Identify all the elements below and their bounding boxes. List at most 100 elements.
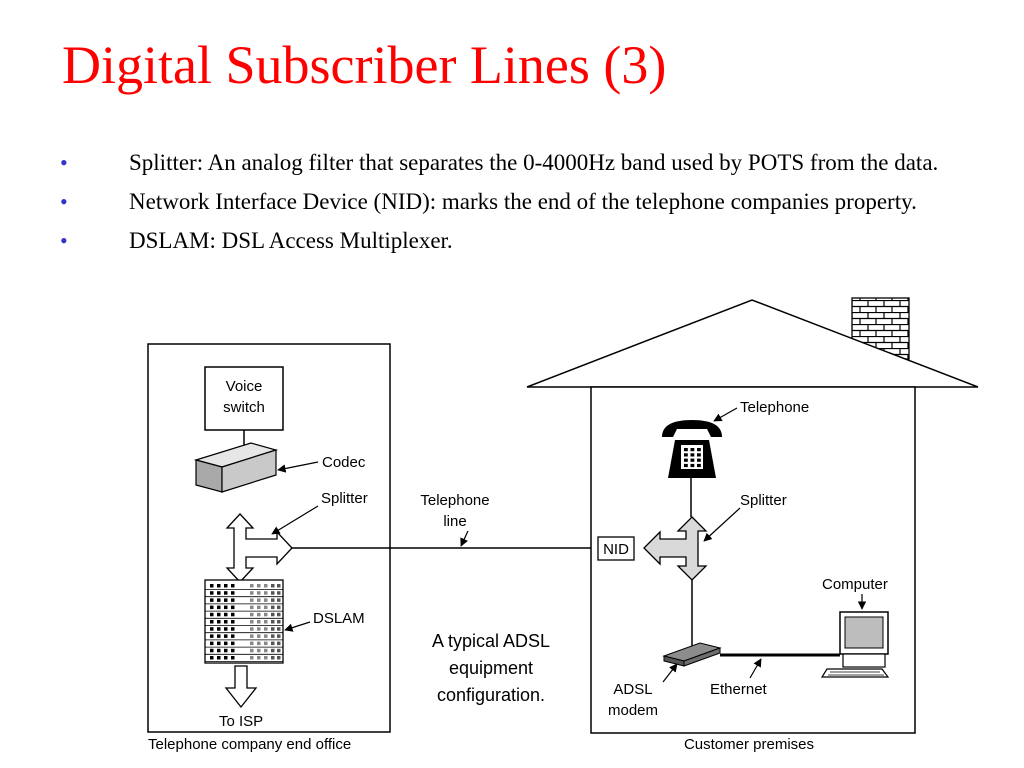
- dslam-port-led: [257, 584, 261, 588]
- bullet-marker: •: [60, 150, 68, 175]
- office-splitter-icon: [225, 513, 293, 583]
- house-roof: [526, 299, 979, 388]
- dslam-port-led: [210, 634, 214, 638]
- diagram-caption: A typical ADSL: [432, 631, 550, 651]
- dslam-port-led: [257, 648, 261, 653]
- dslam-port-led: [277, 648, 281, 653]
- dslam-port-led: [257, 634, 261, 638]
- dslam-port-led: [224, 627, 228, 631]
- dslam-port-led: [210, 612, 214, 617]
- phone-key: [684, 463, 688, 468]
- dslam-port-led: [224, 591, 228, 595]
- dslam-port-led: [277, 605, 281, 610]
- dslam-port-led: [210, 620, 214, 624]
- dslam-port-led: [224, 584, 228, 588]
- dslam-port-led: [250, 656, 254, 660]
- dslam-port-led: [264, 648, 268, 653]
- dslam-port-led: [210, 641, 214, 646]
- dslam-port-led: [217, 641, 221, 646]
- dslam-port-led: [271, 598, 275, 602]
- dslam-port-led: [277, 620, 281, 624]
- adsl-modem-pointer: [662, 663, 678, 683]
- telephone-icon: [662, 420, 722, 478]
- diagram-caption: configuration.: [437, 685, 545, 705]
- dslam-port-led: [210, 605, 214, 610]
- dslam-port-led: [264, 620, 268, 624]
- dslam-port-led: [277, 612, 281, 617]
- codec-label: Codec: [322, 454, 366, 471]
- premises-caption: Customer premises: [684, 736, 814, 753]
- dslam-port-led: [264, 591, 268, 595]
- dslam-port-led: [217, 605, 221, 610]
- dslam-port-led: [231, 656, 235, 660]
- telephone-label: Telephone: [740, 399, 809, 416]
- dslam-port-led: [264, 634, 268, 638]
- premises-splitter-icon: [643, 516, 708, 581]
- computer-label: Computer: [822, 576, 888, 593]
- dslam-port-led: [277, 591, 281, 595]
- dslam-port-led: [217, 648, 221, 653]
- dslam-port-led: [250, 612, 254, 617]
- voice-switch-box: [204, 366, 284, 431]
- bullet-text: Network Interface Device (NID): marks th…: [129, 189, 917, 214]
- dslam-port-led: [231, 641, 235, 646]
- dslam-port-led: [257, 591, 261, 595]
- bullet-item: • Network Interface Device (NID): marks …: [60, 185, 980, 218]
- dslam-port-led: [224, 656, 228, 660]
- codec-pointer: [277, 461, 319, 473]
- dslam-port-led: [264, 584, 268, 588]
- dslam-port-led: [210, 598, 214, 602]
- office-splitter-pointer: [271, 505, 319, 535]
- dslam-port-led: [217, 612, 221, 617]
- dslam-port-led: [257, 627, 261, 631]
- dslam-port-led: [224, 641, 228, 646]
- dslam-port-led: [231, 627, 235, 631]
- dslam-port-led: [224, 612, 228, 617]
- dslam-port-led: [224, 620, 228, 624]
- dslam-port-led: [231, 598, 235, 602]
- dslam-port-led: [271, 648, 275, 653]
- ethernet-label: Ethernet: [710, 681, 768, 698]
- dslam-port-led: [271, 627, 275, 631]
- dslam-port-led: [224, 648, 228, 653]
- dslam-port-led: [231, 634, 235, 638]
- dslam-port-led: [277, 656, 281, 660]
- dslam-port-led: [271, 584, 275, 588]
- phone-key: [690, 463, 695, 468]
- dslam-port-led: [277, 627, 281, 631]
- bullet-text: DSLAM: DSL Access Multiplexer.: [129, 228, 453, 253]
- bullet-list: • Splitter: An analog filter that separa…: [60, 146, 980, 263]
- dslam-port-led: [257, 605, 261, 610]
- phone-key: [690, 453, 695, 457]
- dslam-port-led: [231, 591, 235, 595]
- dslam-label: DSLAM: [313, 610, 365, 627]
- codec-device: [193, 442, 279, 493]
- dslam-port-led: [257, 641, 261, 646]
- dslam-rack: [204, 579, 284, 664]
- dslam-port-led: [224, 634, 228, 638]
- dslam-port-led: [264, 641, 268, 646]
- dslam-port-led: [250, 598, 254, 602]
- dslam-port-led: [250, 620, 254, 624]
- dslam-port-led: [217, 591, 221, 595]
- voice-switch-label: switch: [223, 399, 265, 416]
- dslam-port-led: [257, 612, 261, 617]
- premises-splitter-label: Splitter: [740, 492, 787, 509]
- telephone-line-label: line: [443, 513, 466, 530]
- computer-icon: [820, 611, 890, 678]
- adsl-modem-device: [662, 642, 722, 667]
- dslam-port-led: [217, 656, 221, 660]
- to-isp-arrow: [224, 665, 258, 709]
- telephone-line-pointer: [460, 530, 469, 547]
- phone-key: [684, 458, 688, 462]
- dslam-port-led: [277, 641, 281, 646]
- phone-key: [684, 448, 688, 452]
- dslam-port-led: [217, 584, 221, 588]
- dslam-port-led: [257, 620, 261, 624]
- phone-key: [690, 448, 695, 452]
- dslam-port-led: [231, 605, 235, 610]
- dslam-port-led: [231, 620, 235, 624]
- adsl-modem-label: ADSL: [613, 681, 652, 698]
- adsl-modem-label: modem: [608, 702, 658, 719]
